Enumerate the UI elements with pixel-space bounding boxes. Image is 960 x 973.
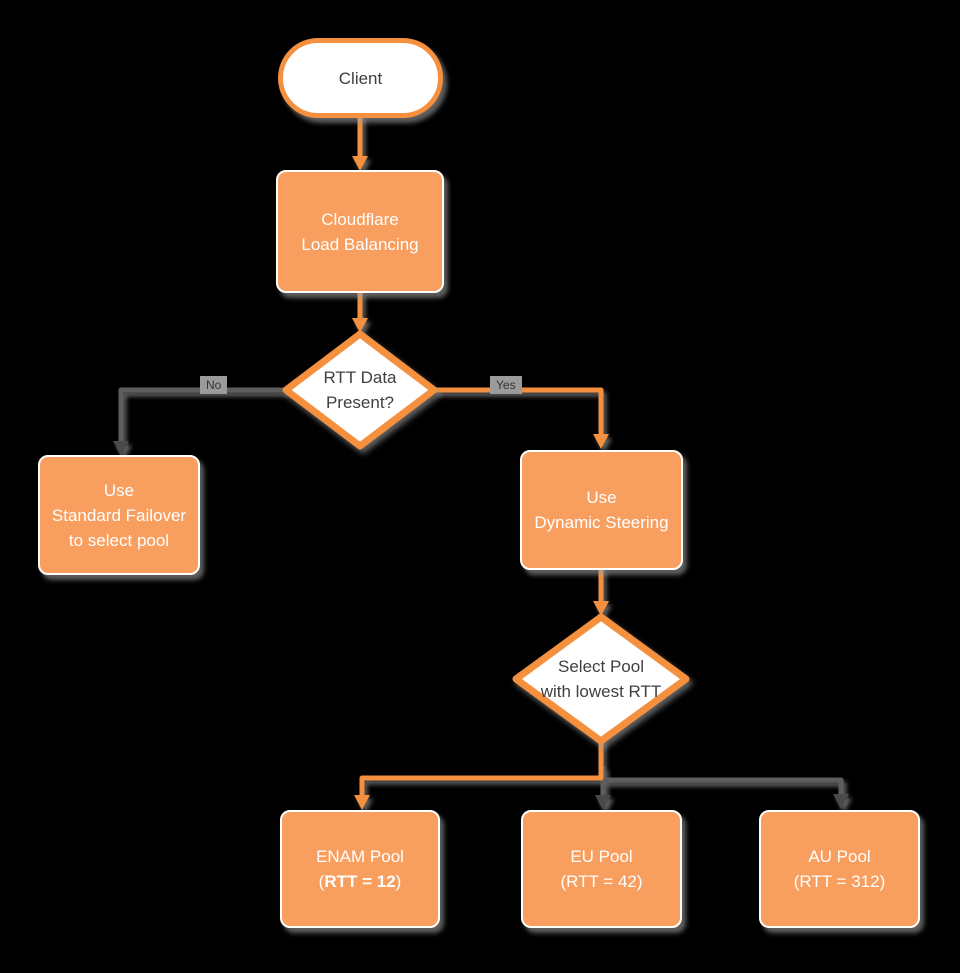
node-rtt-decision-line2: Present?	[325, 393, 395, 412]
node-select-pool: Select Pool with lowest RTT	[512, 613, 690, 745]
node-standard-failover: Use Standard Failover to select pool	[38, 455, 200, 575]
arrowhead-selectpool-to-enampool	[354, 795, 370, 810]
node-standard-failover-line1: Use	[103, 480, 135, 500]
node-load-balancing: Cloudflare Load Balancing	[276, 170, 444, 293]
arrowhead-selectpool-to-aupool	[833, 794, 849, 809]
node-enam-pool-name: ENAM Pool	[316, 847, 404, 866]
arrowhead-selectpool-to-eupool	[595, 795, 611, 810]
node-enam-pool-rtt: (RTT = 12)	[318, 872, 402, 891]
node-standard-failover-line3: to select pool	[68, 530, 170, 550]
node-eu-pool-rtt: (RTT = 42)	[560, 872, 643, 891]
node-dynamic-steering-line1: Use	[586, 488, 617, 507]
edge-yes-to-dynamicsteering	[433, 387, 604, 435]
arrowhead-loadbalancing-to-rttdecision	[352, 318, 368, 333]
node-load-balancing-line1: Cloudflare	[321, 209, 399, 229]
node-eu-pool-name: EU Pool	[570, 847, 633, 866]
node-eu-pool: EU Pool (RTT = 42)	[521, 810, 682, 928]
edge-no-to-standardfailover	[118, 387, 287, 441]
node-select-pool-line2: with lowest RTT	[540, 682, 662, 701]
arrowhead-no-to-standardfailover	[113, 441, 129, 456]
node-au-pool-rtt: (RTT = 312)	[793, 872, 886, 891]
arrowhead-yes-to-dynamicsteering	[593, 434, 609, 449]
edge-label-no: No	[200, 376, 228, 394]
node-load-balancing-line2: Load Balancing	[301, 234, 419, 254]
edge-selectpool-to-enampool	[359, 739, 604, 795]
node-enam-pool: ENAM Pool (RTT = 12)	[280, 810, 440, 928]
node-au-pool-name: AU Pool	[808, 847, 871, 866]
edge-label-yes: Yes	[490, 376, 522, 394]
diamond-shape	[512, 613, 690, 745]
node-standard-failover-line2: Standard Failover	[51, 505, 187, 525]
node-dynamic-steering-line2: Dynamic Steering	[534, 513, 669, 532]
arrowhead-client-to-loadbalancing	[352, 156, 368, 171]
edge-selectpool-to-aupool	[603, 777, 844, 794]
node-select-pool-line1: Select Pool	[558, 657, 644, 676]
diamond-shape	[282, 330, 438, 450]
node-au-pool: AU Pool (RTT = 312)	[759, 810, 920, 928]
arrowhead-dynamicsteering-to-selectpool	[593, 601, 609, 616]
node-rtt-decision: RTT Data Present?	[282, 330, 438, 450]
node-client-label: Client	[338, 68, 383, 88]
node-dynamic-steering: Use Dynamic Steering	[520, 450, 683, 570]
node-rtt-decision-line1: RTT Data	[323, 368, 397, 387]
node-client: Client	[278, 38, 443, 118]
